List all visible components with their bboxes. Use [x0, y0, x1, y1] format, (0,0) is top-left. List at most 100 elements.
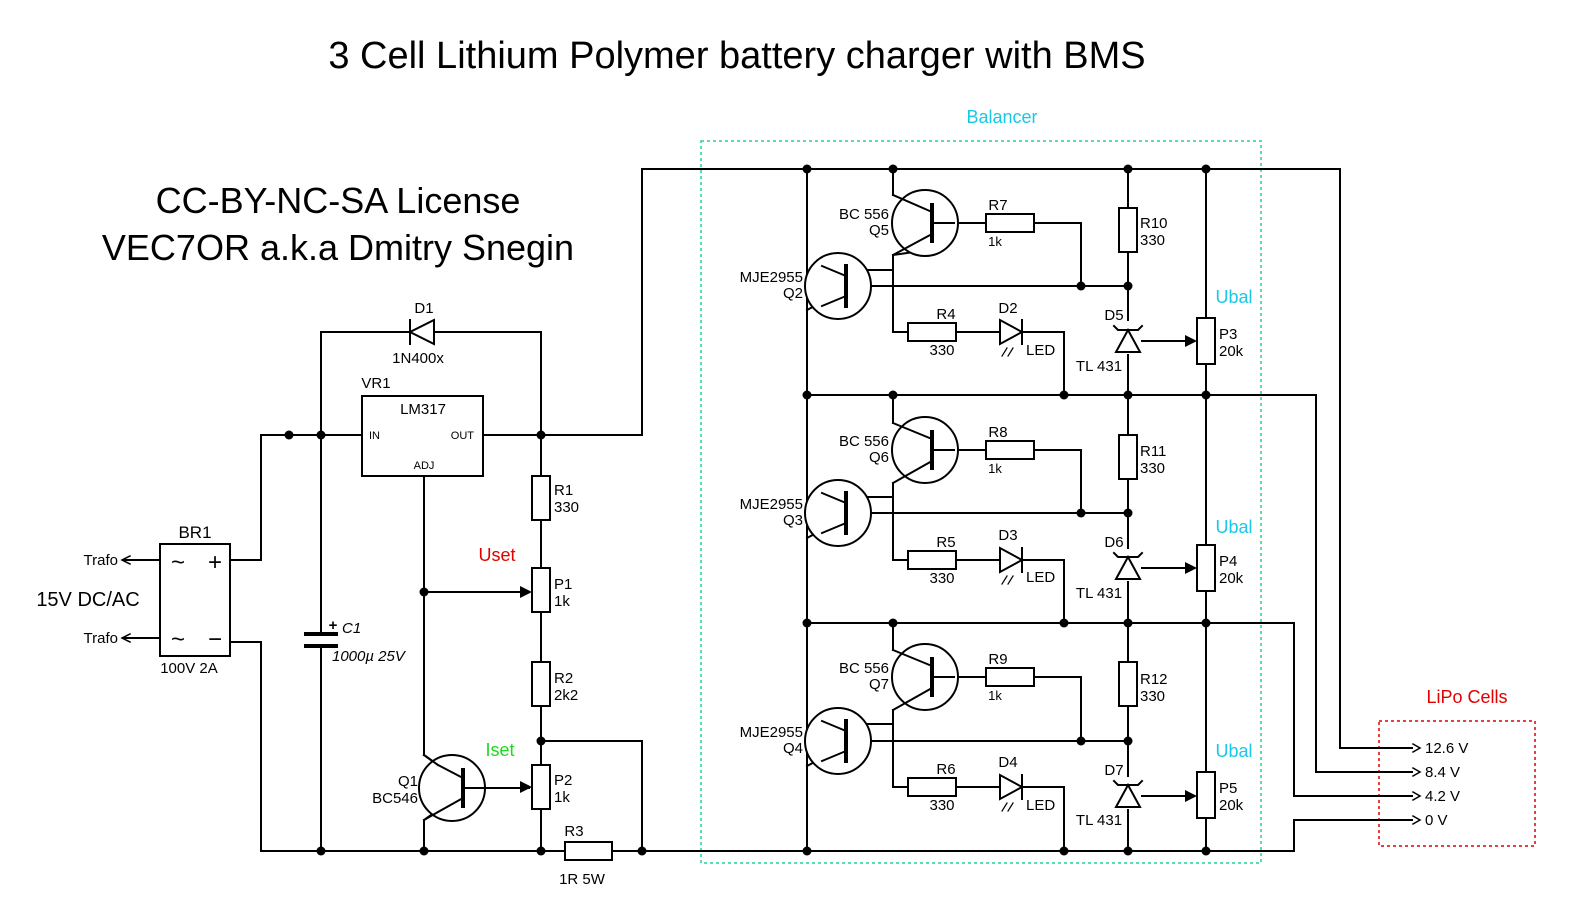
q7-value: BC 556: [839, 660, 889, 677]
potentiometer-p2: Iset P2 1k: [485, 740, 572, 810]
d1-value: 1N400x: [392, 350, 444, 367]
resistor-r2: R2 2k2: [531, 661, 578, 707]
resistor-r7: R7 1k: [985, 197, 1035, 249]
output-4v2: 4.2 V: [1425, 788, 1460, 805]
bridge-rectifier-br1: ~ + ~ − BR1 100V 2A: [159, 523, 231, 677]
input-supply-label: 15V DC/AC: [36, 589, 139, 611]
r1-ref: R1: [554, 482, 573, 499]
vr1-value: LM317: [400, 401, 446, 418]
d2-label: LED: [1026, 342, 1055, 359]
license-line-1: CC-BY-NC-SA License: [156, 180, 521, 221]
iset-label: Iset: [485, 740, 514, 760]
d2-ref: D2: [998, 300, 1017, 317]
p3-ref: P3: [1219, 326, 1237, 343]
transistor-q7: BC 556 Q7: [839, 643, 959, 712]
balancer-box: [700, 140, 1262, 864]
r4-value: 330: [929, 342, 954, 359]
br1-value: 100V 2A: [160, 660, 218, 677]
ubal-label-1: Ubal: [1215, 287, 1252, 307]
r7-value: 1k: [988, 234, 1002, 249]
d6-ref: D6: [1104, 534, 1123, 551]
resistor-r3: R3 1R 5W: [559, 823, 613, 888]
resistor-r11: R11 330: [1118, 434, 1166, 480]
d7-value: TL 431: [1076, 812, 1122, 829]
d5-value: TL 431: [1076, 358, 1122, 375]
p2-ref: P2: [554, 772, 572, 789]
br1-plus: +: [208, 549, 222, 576]
r10-value: 330: [1140, 232, 1165, 249]
d4-ref: D4: [998, 754, 1017, 771]
q3-ref: Q3: [783, 512, 803, 529]
q4-value: MJE2955: [740, 724, 803, 741]
trafo-label-bottom: Trafo: [84, 630, 118, 647]
zener-d6: D6 TL 431: [1076, 534, 1144, 602]
r10-ref: R10: [1140, 215, 1168, 232]
br1-ac-bottom: ~: [171, 626, 185, 653]
resistor-r10: R10 330: [1118, 207, 1168, 253]
resistor-r9: R9 1k: [985, 651, 1035, 703]
br1-ac-top: ~: [171, 549, 185, 576]
transistor-q2: MJE2955 Q2: [740, 252, 872, 320]
led-d2: D2 LED: [998, 300, 1055, 359]
r9-ref: R9: [988, 651, 1007, 668]
r7-ref: R7: [988, 197, 1007, 214]
r3-value: 1R 5W: [559, 871, 606, 888]
p4-ref: P4: [1219, 553, 1237, 570]
d3-label: LED: [1026, 569, 1055, 586]
resistor-r5: R5 330: [907, 534, 957, 587]
br1-minus: −: [208, 626, 222, 653]
p1-ref: P1: [554, 576, 572, 593]
potentiometer-p5: Ubal P5 20k: [1185, 741, 1253, 819]
led-d4: D4 LED: [998, 754, 1055, 814]
r12-ref: R12: [1140, 671, 1168, 688]
q2-value: MJE2955: [740, 269, 803, 286]
lipo-box: [1378, 720, 1536, 847]
diode-d1: D1 1N400x: [392, 300, 444, 367]
transistor-q1: Q1 BC546: [372, 753, 489, 822]
d6-value: TL 431: [1076, 585, 1122, 602]
q6-value: BC 556: [839, 433, 889, 450]
q6-ref: Q6: [869, 449, 889, 466]
regulator-vr1: VR1 LM317 IN OUT ADJ: [361, 375, 484, 477]
r6-ref: R6: [936, 761, 955, 778]
junctions: [284, 164, 1211, 856]
wires: [122, 168, 1413, 852]
r8-ref: R8: [988, 424, 1007, 441]
q5-ref: Q5: [869, 222, 889, 239]
d3-ref: D3: [998, 527, 1017, 544]
br1-ref: BR1: [178, 523, 211, 542]
potentiometer-p4: Ubal P4 20k: [1185, 517, 1253, 592]
transistor-q4: MJE2955 Q4: [740, 707, 872, 775]
lipo-outputs: 12.6 V 8.4 V 4.2 V 0 V: [1411, 740, 1468, 829]
output-12v6: 12.6 V: [1425, 740, 1468, 757]
vr1-pin-in: IN: [369, 430, 380, 442]
r8-value: 1k: [988, 461, 1002, 476]
potentiometer-p3: Ubal P3 20k: [1185, 287, 1253, 365]
r1-value: 330: [554, 499, 579, 516]
p5-ref: P5: [1219, 780, 1237, 797]
q1-value: BC546: [372, 790, 418, 807]
q5-value: BC 556: [839, 206, 889, 223]
p3-value: 20k: [1219, 343, 1244, 360]
p5-value: 20k: [1219, 797, 1244, 814]
p1-value: 1k: [554, 593, 570, 610]
lipo-label: LiPo Cells: [1426, 687, 1507, 707]
q7-ref: Q7: [869, 676, 889, 693]
transistor-q5: BC 556 Q5: [839, 189, 959, 257]
p2-value: 1k: [554, 789, 570, 806]
uset-label: Uset: [478, 545, 515, 565]
d4-label: LED: [1026, 797, 1055, 814]
c1-value: 1000µ 25V: [332, 648, 407, 665]
q2-ref: Q2: [783, 285, 803, 302]
potentiometer-p1: Uset P1 1k: [478, 545, 572, 613]
resistor-r12: R12 330: [1118, 661, 1168, 707]
r5-value: 330: [929, 570, 954, 587]
p4-value: 20k: [1219, 570, 1244, 587]
r9-value: 1k: [988, 688, 1002, 703]
q1-ref: Q1: [398, 773, 418, 790]
r3-ref: R3: [564, 823, 583, 840]
r11-value: 330: [1140, 460, 1165, 477]
output-8v4: 8.4 V: [1425, 764, 1460, 781]
r2-value: 2k2: [554, 687, 578, 704]
